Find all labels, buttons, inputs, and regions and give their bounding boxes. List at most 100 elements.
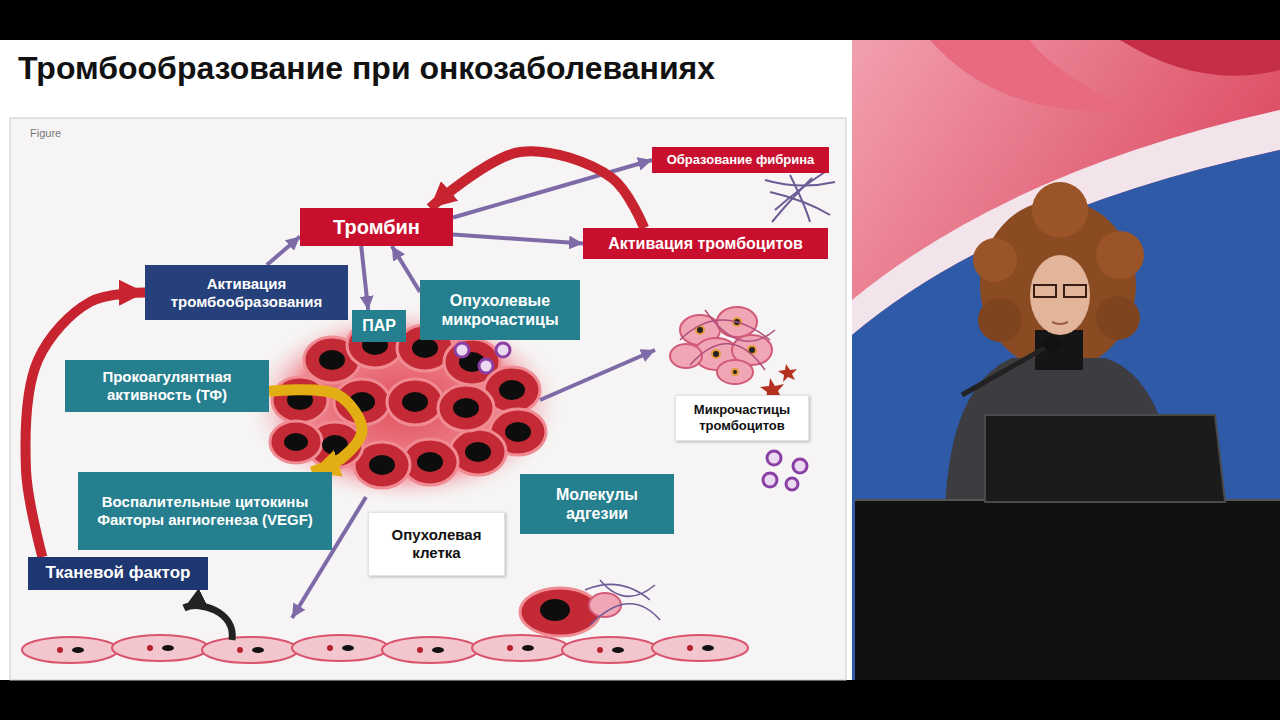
endothelium — [112, 635, 208, 661]
factor-box: Воспалительные цитокины Факторы ангиоген… — [78, 472, 332, 550]
fibrin-strands — [772, 178, 812, 222]
presenter-photo — [978, 298, 1022, 342]
illustration-arrow — [540, 350, 655, 400]
node-text: Тканевой фактор — [46, 563, 191, 583]
node-text: Активация тромбоцитов — [608, 234, 803, 253]
platelet-aggregate — [670, 344, 702, 368]
endothelium — [252, 647, 264, 653]
endothelium — [342, 645, 354, 651]
endothelium — [507, 645, 513, 651]
callout-box: Опухолевая клетка — [368, 512, 505, 576]
result-box: Активация тромбоцитов — [583, 228, 828, 259]
connector-arrow — [392, 246, 420, 292]
platelet-aggregate — [717, 360, 753, 384]
endothelium — [612, 647, 624, 653]
factor-box: Прокоагулянтная активность (ТФ) — [65, 360, 269, 412]
tumor-cells — [402, 392, 428, 412]
tumor-cells — [270, 421, 322, 463]
presenter-photo — [1034, 285, 1056, 297]
connector-arrow — [453, 235, 583, 244]
platelet-aggregate — [712, 350, 720, 358]
endothelium — [687, 645, 693, 651]
presenter-photo — [1064, 285, 1086, 297]
fibrin-strands — [765, 172, 835, 222]
slide-ground — [0, 40, 852, 680]
presenter-photo — [985, 415, 1225, 502]
endothelium — [147, 645, 153, 651]
microparticles — [767, 451, 781, 465]
endothelium — [57, 645, 693, 653]
tumor-cells — [387, 379, 443, 425]
receptor-box: ПАР — [352, 310, 406, 342]
tumor-cells — [453, 398, 479, 418]
node-text: Опухолевые микрочастицы — [429, 291, 571, 329]
endothelium — [417, 647, 423, 653]
presenter-photo — [1043, 337, 1061, 351]
endothelium — [57, 647, 63, 653]
tumor-cells — [270, 322, 546, 488]
platelet-aggregate — [778, 364, 797, 382]
endothelium — [237, 647, 243, 653]
endothelium — [292, 635, 388, 661]
presenter-photo — [1032, 182, 1088, 238]
adherent-tumor-cell — [589, 593, 621, 617]
node-text: Образование фибрина — [667, 152, 815, 168]
endothelium — [597, 647, 603, 653]
tumor-cells — [499, 380, 525, 400]
factor-box: Молекулы адгезии — [520, 474, 674, 534]
platelet-aggregate — [732, 369, 738, 375]
tumor-cells — [412, 338, 438, 358]
adherent-tumor-cell — [520, 588, 600, 636]
microparticles — [793, 459, 807, 473]
presenter-photo — [973, 238, 1017, 282]
node-text: Тромбин — [333, 215, 420, 239]
connector-arrow — [361, 246, 368, 310]
fibrin-strands — [765, 180, 835, 186]
presenter-photo — [1030, 255, 1090, 335]
platelet-aggregate — [696, 318, 756, 375]
node-text: Молекулы адгезии — [529, 485, 665, 523]
presenter-photo — [855, 500, 1280, 680]
endothelium — [522, 645, 534, 651]
microparticles — [479, 359, 493, 373]
result-box: Образование фибрина — [652, 147, 829, 173]
endothelium — [202, 637, 298, 663]
tumor-cells — [417, 452, 443, 472]
presenter-photo — [852, 40, 1280, 680]
endothelium — [562, 637, 658, 663]
endothelium — [22, 635, 748, 663]
tumor-cells — [438, 385, 494, 431]
callout-box: Микрочастицы тромбоцитов — [675, 395, 809, 441]
tumor-cells — [319, 350, 345, 370]
node-text: Воспалительные цитокины Факторы ангиоген… — [87, 493, 323, 529]
slide-title: Тромбообразование при онкозаболеваниях — [18, 50, 715, 87]
tumor-cells — [272, 377, 328, 423]
endothelium — [382, 637, 478, 663]
presenter-photo — [1096, 296, 1140, 340]
platelet-aggregate — [670, 307, 772, 384]
adherent-tumor-cell — [520, 580, 660, 636]
figure-panel — [10, 118, 846, 680]
node-text: Микрочастицы тромбоцитов — [684, 402, 800, 433]
platelet-aggregate — [670, 307, 797, 401]
tumor-cells — [465, 442, 491, 462]
endothelium — [162, 645, 174, 651]
node-text: ПАР — [362, 316, 396, 335]
microparticles — [496, 343, 510, 357]
tumor-cells — [284, 335, 531, 475]
presenter-photo — [1096, 231, 1144, 279]
presenter-photo — [1120, 40, 1280, 76]
node-text: Опухолевая клетка — [377, 526, 496, 562]
endothelium — [22, 635, 748, 663]
microparticles — [786, 478, 798, 490]
induction-arrow — [184, 606, 232, 640]
figure-label: Figure — [30, 127, 61, 139]
tumor-cells — [284, 433, 308, 451]
microparticles — [455, 343, 469, 357]
endothelium — [702, 645, 714, 651]
microparticles — [763, 473, 777, 487]
process-box: Тромбин — [300, 208, 453, 246]
tumor-cells — [369, 455, 395, 475]
